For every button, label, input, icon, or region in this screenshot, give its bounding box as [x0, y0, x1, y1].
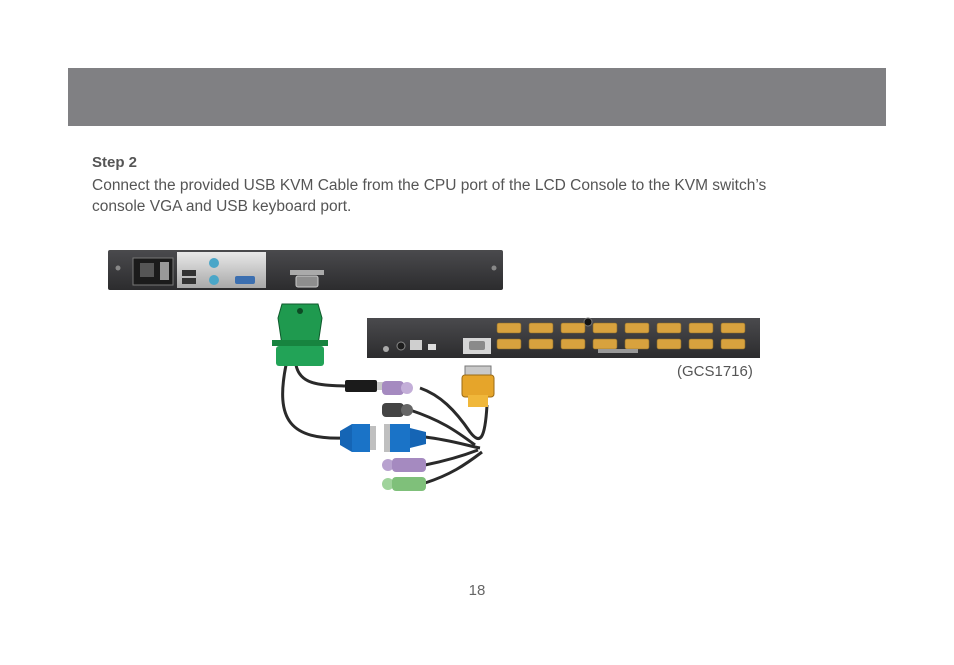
screw-icon: [115, 265, 121, 271]
page-number: 18: [468, 582, 486, 599]
screw-icon: [491, 265, 497, 271]
usb-port-icon: [182, 270, 196, 276]
kvm-port-icon: [528, 322, 554, 334]
power-jack-icon: [396, 341, 406, 351]
ps2-plug-purple: [382, 381, 413, 395]
cpu-port-icon: [295, 275, 319, 288]
ps2-port-icon: [209, 275, 219, 285]
kvm-port-icon: [624, 338, 650, 350]
ps2-port-icon: [209, 258, 219, 268]
kvm-port-icon: [688, 338, 714, 350]
kvm-port-icon: [496, 338, 522, 350]
step-title: Step 2: [92, 154, 138, 171]
kvm-port-icon: [560, 322, 586, 334]
kvm-port-icon: [720, 322, 746, 334]
kvm-port-icon: [496, 322, 522, 334]
header-bar: [68, 68, 886, 126]
kvm-port-icon: [592, 322, 618, 334]
kvm-port-icon: [656, 338, 682, 350]
kvm-port-icon: [528, 338, 554, 350]
vga-port-icon: [235, 276, 255, 284]
ps2-plug-purple-lower: [382, 458, 426, 472]
ground-icon: [383, 346, 389, 352]
kvm-port-icon: [720, 338, 746, 350]
usb-port-icon: [182, 278, 196, 284]
kvm-port-icon: [560, 338, 586, 350]
kvm-port-icon: [656, 322, 682, 334]
blue-connector-left: [340, 424, 376, 452]
kvm-port-icon: [592, 338, 618, 350]
vga-connector-green: [272, 303, 328, 366]
ps2-plug-green: [382, 477, 426, 491]
lcd-console-rear-panel: [108, 250, 503, 290]
kvm-port-array: [496, 322, 746, 350]
power-switch-icon: [160, 262, 169, 280]
usb-plug: [345, 380, 387, 392]
vga-connector-yellow: [461, 365, 495, 407]
blue-connector-right: [384, 424, 426, 452]
ps2-plug-black: [382, 403, 413, 417]
kvm-switch-rear-panel: [367, 317, 760, 358]
kvm-cable: [281, 364, 489, 485]
kvm-port-icon: [688, 322, 714, 334]
model-label: (GCS1716): [677, 363, 753, 380]
kvm-port-icon: [624, 322, 650, 334]
step-instructions: Connect the provided USB KVM Cable from …: [92, 177, 767, 215]
